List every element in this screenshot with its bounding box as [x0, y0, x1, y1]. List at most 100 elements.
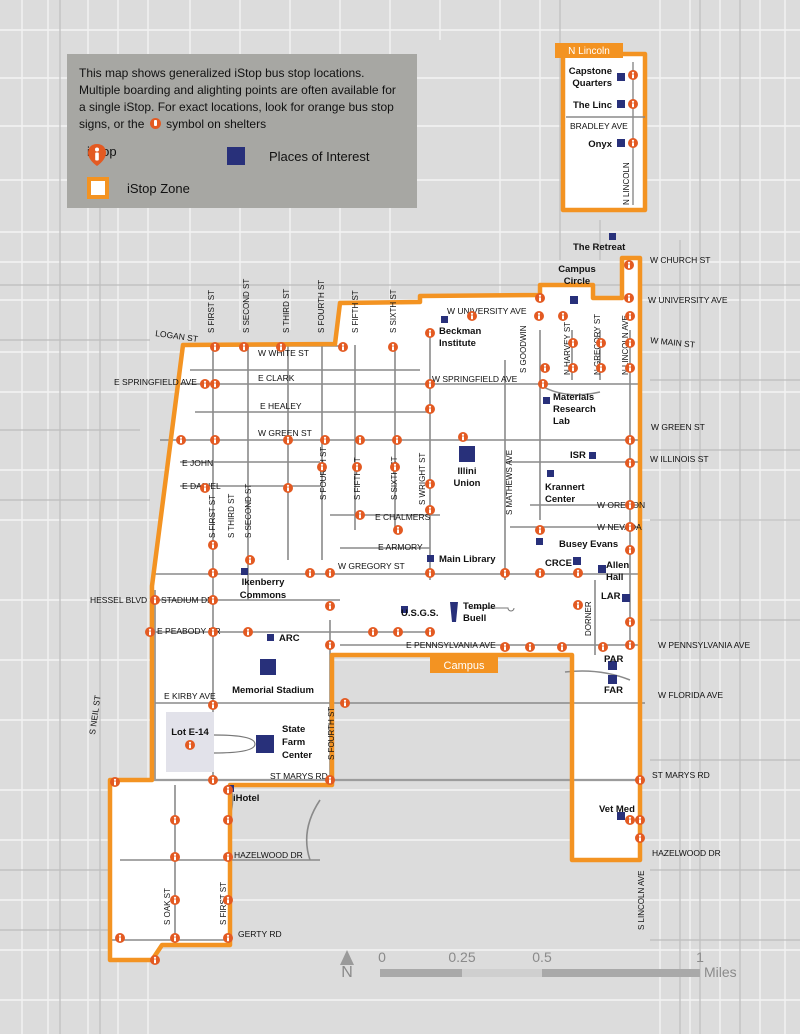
istop-marker[interactable] [534, 311, 544, 321]
poi-square[interactable] [547, 470, 554, 477]
poi-square[interactable] [617, 812, 625, 820]
istop-marker[interactable] [320, 435, 330, 445]
istop-marker[interactable] [596, 363, 606, 373]
istop-marker[interactable] [425, 479, 435, 489]
istop-marker[interactable] [425, 379, 435, 389]
istop-marker[interactable] [568, 363, 578, 373]
istop-marker[interactable] [625, 458, 635, 468]
istop-marker[interactable] [425, 568, 435, 578]
istop-marker[interactable] [200, 379, 210, 389]
istop-marker[interactable] [628, 138, 638, 148]
istop-marker[interactable] [635, 775, 645, 785]
istop-marker[interactable] [625, 522, 635, 532]
poi-square[interactable] [459, 446, 475, 462]
istop-marker[interactable] [390, 462, 400, 472]
istop-marker[interactable] [355, 435, 365, 445]
istop-marker[interactable] [325, 568, 335, 578]
istop-marker[interactable] [243, 627, 253, 637]
istop-marker[interactable] [223, 933, 233, 943]
istop-marker[interactable] [185, 740, 195, 750]
istop-marker[interactable] [425, 505, 435, 515]
istop-marker[interactable] [624, 293, 634, 303]
istop-marker[interactable] [223, 815, 233, 825]
istop-marker[interactable] [110, 777, 120, 787]
istop-marker[interactable] [500, 568, 510, 578]
istop-marker[interactable] [208, 775, 218, 785]
istop-marker[interactable] [150, 595, 160, 605]
istop-marker[interactable] [245, 555, 255, 565]
istop-marker[interactable] [325, 640, 335, 650]
istop-marker[interactable] [573, 568, 583, 578]
istop-marker[interactable] [239, 342, 249, 352]
istop-marker[interactable] [558, 311, 568, 321]
istop-marker[interactable] [223, 895, 233, 905]
istop-marker[interactable] [325, 775, 335, 785]
poi-square[interactable] [241, 568, 248, 575]
poi-square[interactable] [401, 606, 408, 613]
poi-square[interactable] [536, 538, 543, 545]
istop-marker[interactable] [635, 815, 645, 825]
istop-marker[interactable] [208, 627, 218, 637]
istop-marker[interactable] [208, 595, 218, 605]
istop-marker[interactable] [635, 833, 645, 843]
poi-square[interactable] [608, 675, 617, 684]
istop-marker[interactable] [388, 342, 398, 352]
istop-marker[interactable] [170, 895, 180, 905]
istop-marker[interactable] [425, 627, 435, 637]
istop-marker[interactable] [467, 311, 477, 321]
istop-marker[interactable] [210, 342, 220, 352]
istop-marker[interactable] [210, 379, 220, 389]
istop-marker[interactable] [625, 338, 635, 348]
istop-marker[interactable] [325, 601, 335, 611]
poi-square[interactable] [589, 452, 596, 459]
istop-marker[interactable] [145, 627, 155, 637]
istop-marker[interactable] [425, 328, 435, 338]
istop-marker[interactable] [200, 483, 210, 493]
istop-marker[interactable] [625, 500, 635, 510]
istop-marker[interactable] [624, 260, 634, 270]
istop-marker[interactable] [568, 338, 578, 348]
istop-marker[interactable] [283, 483, 293, 493]
istop-marker[interactable] [210, 435, 220, 445]
istop-marker[interactable] [535, 293, 545, 303]
istop-marker[interactable] [368, 627, 378, 637]
istop-marker[interactable] [317, 462, 327, 472]
istop-marker[interactable] [283, 435, 293, 445]
temple-buell-shape[interactable] [450, 602, 458, 622]
istop-marker[interactable] [596, 338, 606, 348]
istop-marker[interactable] [352, 462, 362, 472]
istop-marker[interactable] [115, 933, 125, 943]
istop-marker[interactable] [540, 363, 550, 373]
istop-marker[interactable] [625, 545, 635, 555]
poi-square[interactable] [256, 735, 274, 753]
poi-square[interactable] [267, 634, 274, 641]
istop-marker[interactable] [223, 852, 233, 862]
istop-marker[interactable] [598, 642, 608, 652]
istop-marker[interactable] [625, 311, 635, 321]
poi-square[interactable] [441, 316, 448, 323]
istop-marker[interactable] [458, 432, 468, 442]
istop-marker[interactable] [535, 525, 545, 535]
poi-square[interactable] [543, 397, 550, 404]
istop-marker[interactable] [305, 568, 315, 578]
istop-marker[interactable] [525, 642, 535, 652]
istop-marker[interactable] [538, 379, 548, 389]
istop-marker[interactable] [573, 600, 583, 610]
istop-marker[interactable] [625, 640, 635, 650]
poi-square[interactable] [570, 296, 578, 304]
poi-square[interactable] [617, 100, 625, 108]
istop-marker[interactable] [625, 435, 635, 445]
istop-marker[interactable] [208, 700, 218, 710]
istop-marker[interactable] [170, 933, 180, 943]
istop-marker[interactable] [276, 342, 286, 352]
poi-square[interactable] [260, 659, 276, 675]
poi-square[interactable] [598, 565, 606, 573]
istop-marker[interactable] [557, 642, 567, 652]
istop-marker[interactable] [535, 568, 545, 578]
istop-marker[interactable] [223, 785, 233, 795]
poi-square[interactable] [573, 557, 581, 565]
istop-marker[interactable] [340, 698, 350, 708]
istop-marker[interactable] [150, 955, 160, 965]
istop-marker[interactable] [500, 642, 510, 652]
istop-marker[interactable] [392, 435, 402, 445]
